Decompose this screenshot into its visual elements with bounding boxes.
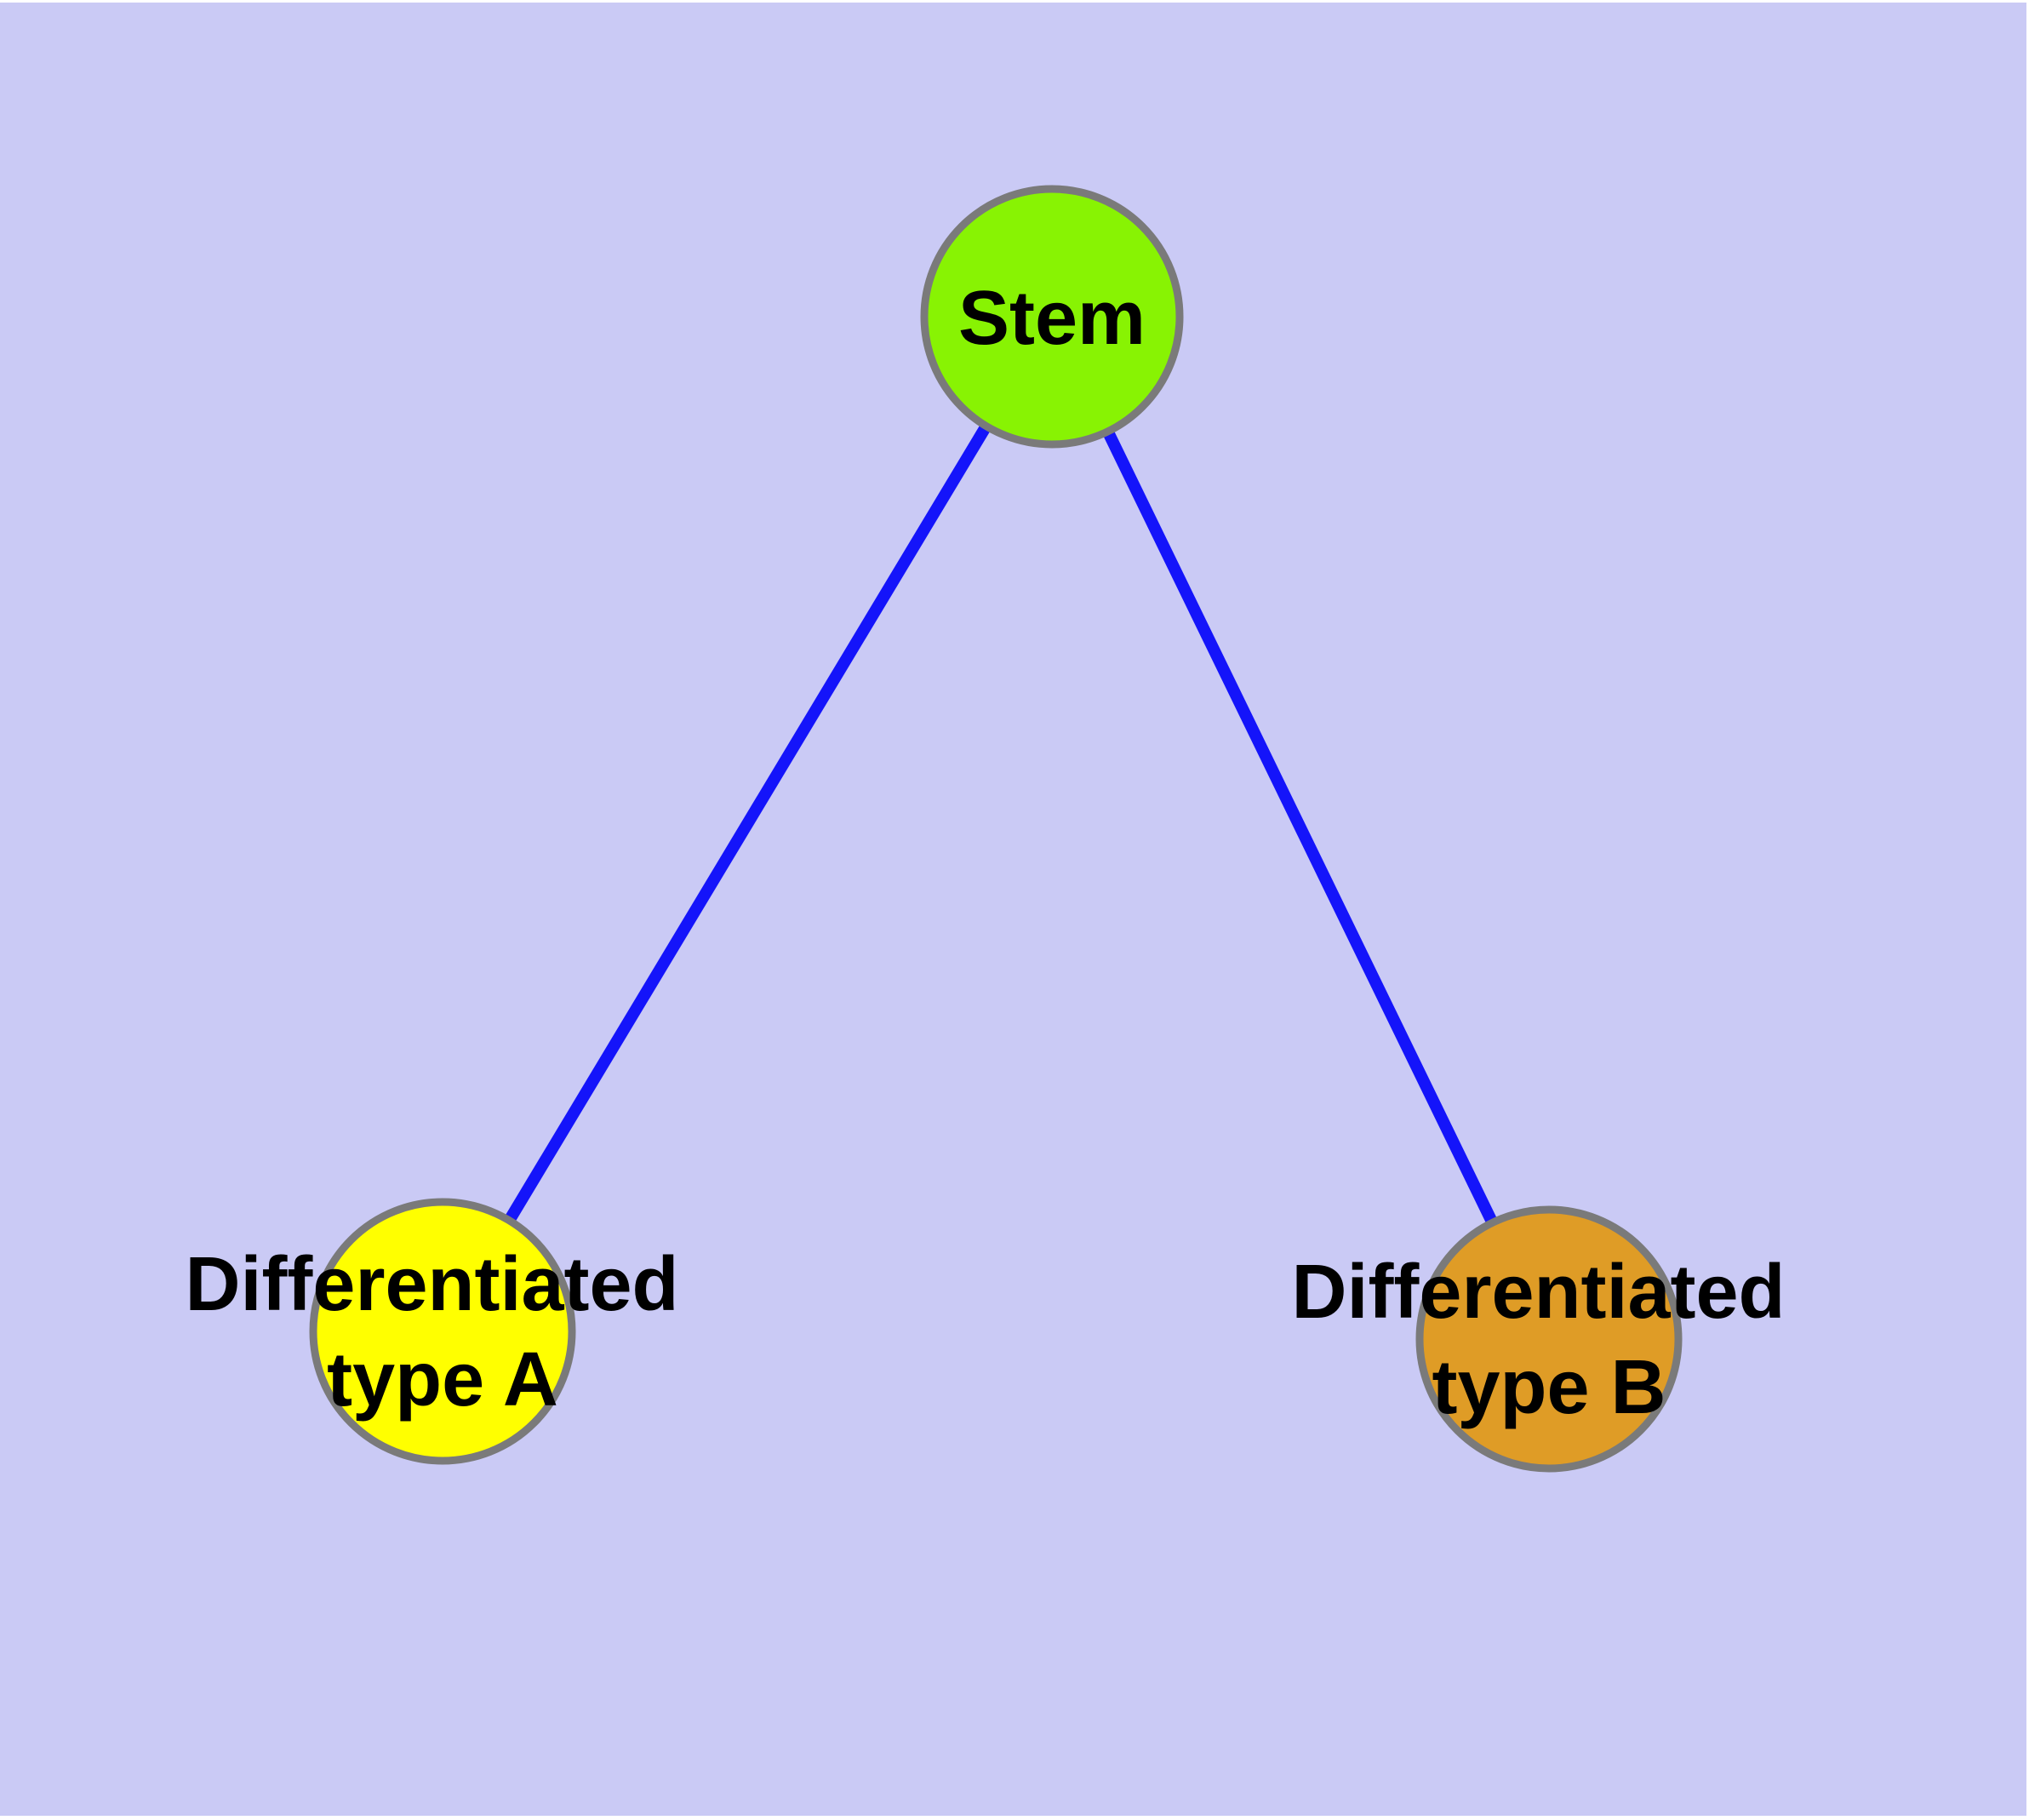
type-a-node-label: Differentiated type A — [185, 1242, 700, 1422]
type-b-label-line-2: type B — [1432, 1345, 1666, 1430]
type-b-node — [1415, 1205, 1683, 1473]
type-b-label-line-1: Differentiated — [1291, 1250, 1785, 1335]
type-a-label-line-1: Differentiated — [185, 1242, 678, 1327]
stem-node — [920, 185, 1184, 449]
edge-group — [437, 313, 1555, 1342]
type-a-label-line-2: type A — [327, 1337, 558, 1422]
edge-stem-to-type-a — [437, 313, 1058, 1335]
node-group — [309, 185, 1683, 1473]
type-a-node — [309, 1198, 576, 1465]
label-group: Stem Differentiated type A Differentiate… — [185, 276, 1806, 1430]
type-b-node-label: Differentiated type B — [1291, 1250, 1806, 1430]
edge-stem-to-type-b — [1046, 313, 1555, 1342]
stem-node-label: Stem — [958, 276, 1146, 361]
